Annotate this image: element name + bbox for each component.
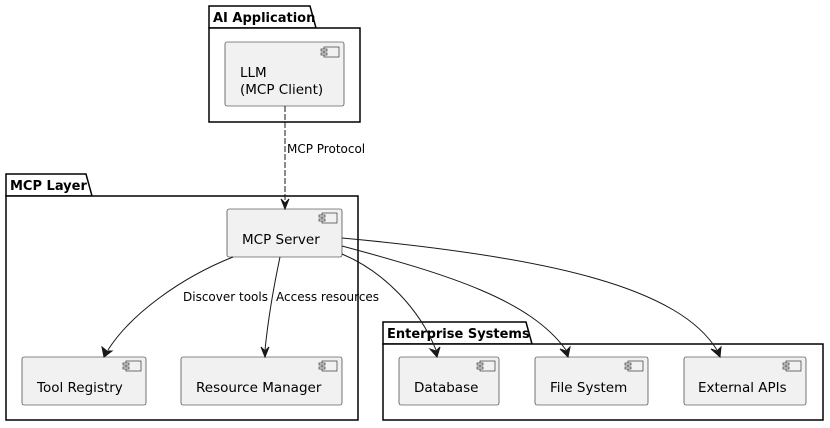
edge-access-resources: Access resources — [260, 256, 379, 359]
component-icon — [122, 360, 142, 372]
component-label: File System — [550, 380, 627, 396]
package-title-ai-application: AI Application — [213, 11, 315, 26]
component-label: External APIs — [698, 380, 787, 396]
component-label: MCP Server — [242, 232, 320, 248]
component-icon — [320, 46, 340, 58]
edge-discover-tools: Discover tools — [101, 256, 268, 358]
component-tool-registry[interactable]: Tool Registry — [21, 356, 147, 406]
edge-server-external-apis — [341, 237, 722, 359]
edge-label-discover-tools: Discover tools — [183, 290, 268, 304]
edge-server-database — [341, 253, 441, 359]
component-resource-manager[interactable]: Resource Manager — [180, 356, 343, 406]
package-title-mcp-layer: MCP Layer — [10, 179, 87, 194]
edge-mcp-protocol: MCP Protocol — [280, 106, 365, 211]
component-llm-client[interactable]: LLM (MCP Client) — [224, 41, 345, 107]
component-external-apis[interactable]: External APIs — [683, 356, 807, 406]
component-file-system[interactable]: File System — [534, 356, 649, 406]
edge-label-mcp-protocol: MCP Protocol — [287, 142, 365, 156]
component-label: Tool Registry — [36, 380, 123, 396]
component-label-line2: (MCP Client) — [240, 82, 323, 98]
package-title-enterprise-systems: Enterprise Systems — [387, 327, 530, 342]
component-icon — [624, 360, 644, 372]
component-icon — [782, 360, 802, 372]
component-database[interactable]: Database — [398, 356, 500, 406]
edge-server-file-system — [341, 245, 571, 359]
edge-label-access-resources: Access resources — [276, 290, 379, 304]
component-label-line1: LLM — [240, 65, 267, 81]
component-icon — [476, 360, 496, 372]
component-label: Resource Manager — [196, 380, 322, 396]
component-icon — [318, 212, 338, 224]
component-label: Database — [414, 380, 478, 396]
component-mcp-server[interactable]: MCP Server — [226, 208, 343, 258]
component-icon — [318, 360, 338, 372]
